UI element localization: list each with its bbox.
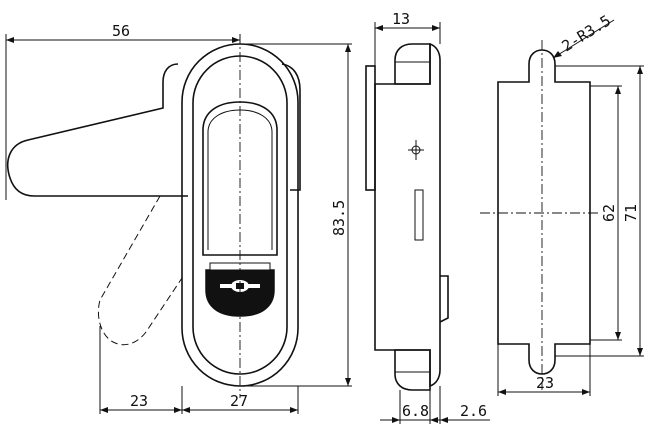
dim-71-label: 71 bbox=[622, 204, 640, 222]
side-panel bbox=[365, 65, 376, 191]
dim-slot-lengths: 62 71 bbox=[555, 65, 644, 357]
front-view bbox=[6, 34, 301, 398]
handle-open-position bbox=[97, 195, 183, 346]
dim-56-label: 56 bbox=[112, 22, 130, 40]
dim-overall-width: 56 bbox=[5, 22, 241, 200]
side-view bbox=[365, 42, 449, 391]
handle-lever bbox=[6, 63, 188, 197]
dim-slot-width: 23 bbox=[497, 344, 591, 396]
dim-thickness: 6.8 2.6 bbox=[380, 386, 490, 424]
dim-27-label: 27 bbox=[230, 392, 248, 410]
side-latch bbox=[439, 275, 449, 323]
dim-depth: 13 bbox=[374, 10, 441, 84]
dim-13-label: 13 bbox=[392, 10, 410, 28]
dim-62-label: 62 bbox=[600, 204, 618, 222]
dim-radius: 2-R3.5 bbox=[552, 11, 615, 59]
dim-83-5-label: 83.5 bbox=[330, 200, 348, 236]
dim-6-8-label: 6.8 bbox=[402, 402, 429, 420]
dim-23-left-label: 23 bbox=[130, 392, 148, 410]
dim-r3-5-label: 2-R3.5 bbox=[559, 11, 614, 55]
cutout-outline bbox=[497, 49, 591, 375]
dim-height: 83.5 bbox=[246, 43, 352, 387]
handle-backplate bbox=[281, 63, 301, 191]
dim-23-right-label: 23 bbox=[536, 374, 554, 392]
dim-2-6-label: 2.6 bbox=[460, 402, 487, 420]
screw-top bbox=[394, 43, 431, 85]
dim-bottom-left: 23 27 bbox=[99, 326, 299, 414]
side-body bbox=[374, 42, 441, 388]
screw-bottom bbox=[394, 349, 431, 391]
